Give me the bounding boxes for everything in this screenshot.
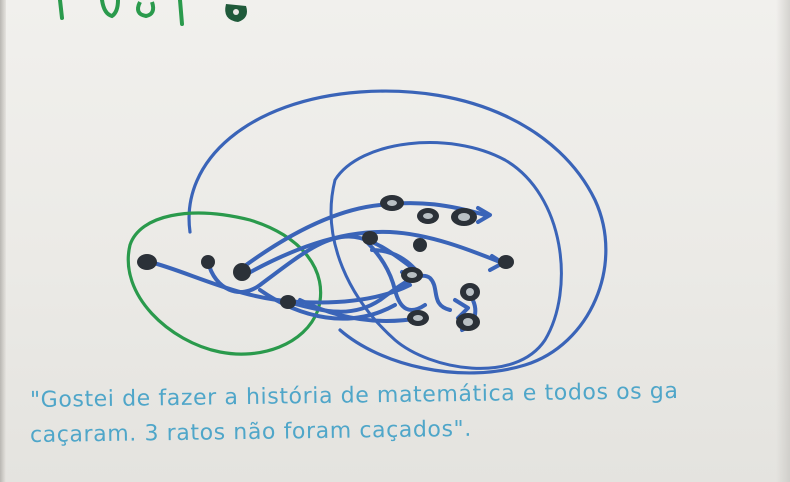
arrowhead-1 <box>476 206 492 224</box>
dot-icon <box>456 313 480 331</box>
arrow-line-4 <box>243 229 502 277</box>
cropped-top-marks <box>58 0 247 26</box>
dot-icon <box>280 295 296 309</box>
dot-icon <box>451 208 477 226</box>
green-mark-3 <box>136 1 156 19</box>
arrow-line-3 <box>240 201 487 270</box>
dot-icon <box>380 195 404 211</box>
dot-icon <box>413 238 427 252</box>
dot-icon <box>407 310 429 326</box>
dot-icon <box>460 283 480 301</box>
dot-icon <box>137 254 157 270</box>
dots-in-sets <box>137 195 514 331</box>
arrow-line-6 <box>363 238 427 312</box>
medium-blue-circle-icon <box>329 141 563 370</box>
dot-icon <box>417 208 439 224</box>
page-edge <box>0 0 6 482</box>
green-mark-2 <box>100 0 120 19</box>
page-shadow <box>776 0 790 482</box>
arrow-line-2 <box>206 234 417 294</box>
dot-icon <box>362 231 378 245</box>
dot-icon <box>201 255 215 269</box>
dot-icon <box>233 263 251 281</box>
blob-hole <box>233 9 239 15</box>
dot-icon <box>401 267 423 283</box>
green-mark-4 <box>178 0 184 26</box>
dot-icon <box>498 255 514 269</box>
green-mark-1 <box>58 0 64 20</box>
arrow-line-8 <box>258 288 397 321</box>
large-blue-circle-icon <box>187 89 608 375</box>
